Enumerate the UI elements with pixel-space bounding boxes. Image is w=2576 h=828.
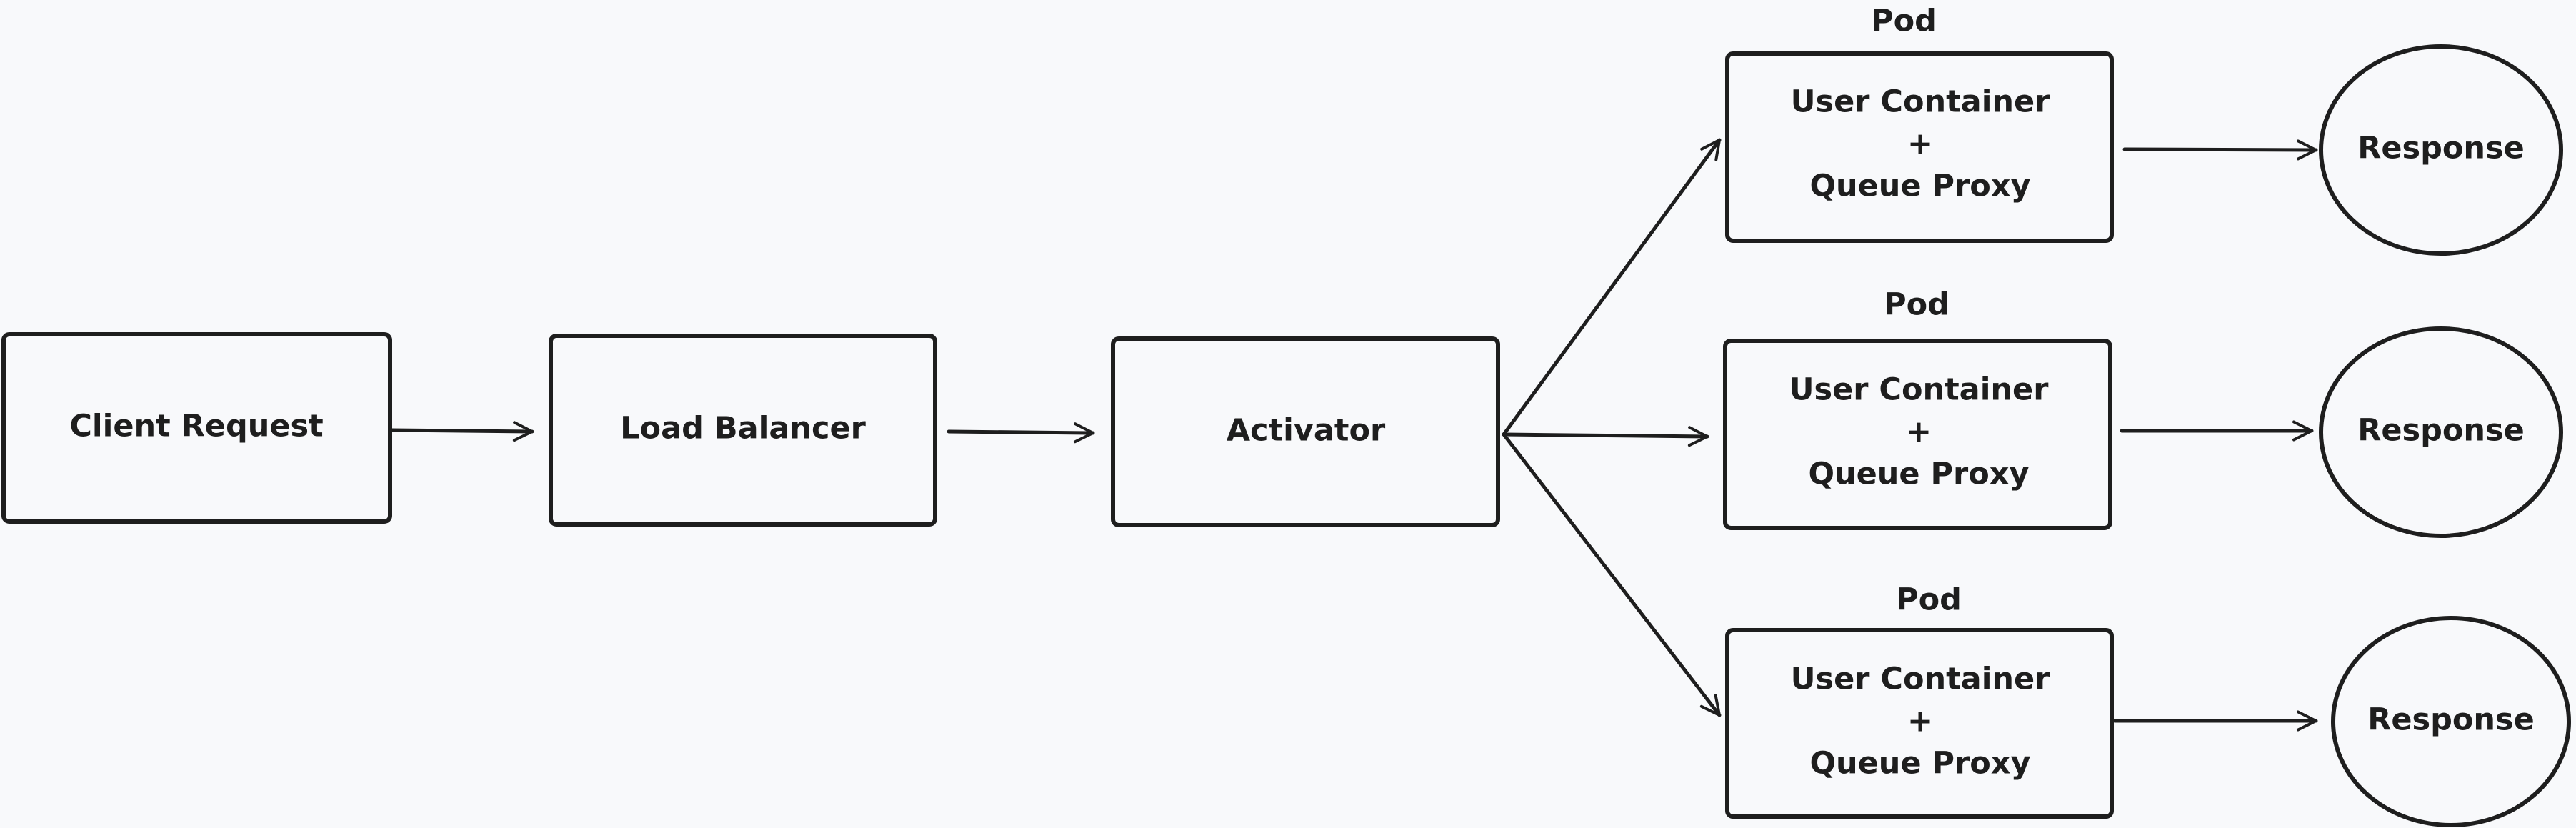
pod-1-line-plus: + [1907, 126, 1933, 162]
activator-label: Activator [1227, 413, 1386, 449]
client-request-node: Client Request [1, 332, 392, 524]
load-balancer-label: Load Balancer [620, 411, 867, 447]
pod-3: Pod User Container + Queue Proxy [1725, 582, 2114, 819]
pod-3-line-plus: + [1907, 704, 1933, 739]
pod-2: Pod User Container + Queue Proxy [1723, 287, 2112, 530]
pod-2-line-plus: + [1906, 414, 1932, 450]
activator-node: Activator [1111, 336, 1500, 527]
arrow-activator-to-pod-1 [1502, 138, 1722, 437]
arrow-pod-1-to-response [2122, 139, 2318, 161]
pod-3-line-user-container: User Container [1791, 662, 2051, 697]
arrow-activator-to-pod-3 [1502, 432, 1722, 717]
pod-1-line-queue-proxy: Queue Proxy [1809, 169, 2030, 204]
pod-1-line-user-container: User Container [1791, 84, 2051, 120]
pod-3-line-queue-proxy: Queue Proxy [1809, 746, 2030, 782]
arrow-client-to-load-balancer [390, 421, 534, 442]
pod-2-title: Pod [1884, 287, 1950, 323]
pod-2-line-queue-proxy: Queue Proxy [1808, 457, 2029, 492]
pod-3-title: Pod [1896, 582, 1962, 618]
pod-1: Pod User Container + Queue Proxy [1725, 4, 2114, 243]
response-3-label: Response [2367, 702, 2535, 738]
response-1: Response [2319, 44, 2563, 256]
response-1-label: Response [2357, 131, 2525, 166]
pod-1-title: Pod [1871, 4, 1937, 39]
pod-2-line-user-container: User Container [1789, 372, 2050, 408]
response-2-label: Response [2357, 413, 2525, 449]
client-request-label: Client Request [69, 409, 323, 444]
arrow-activator-to-pod-2 [1502, 426, 1709, 447]
arrow-load-balancer-to-activator [947, 422, 1095, 444]
response-3: Response [2331, 616, 2571, 827]
response-2: Response [2319, 326, 2563, 538]
load-balancer-node: Load Balancer [549, 334, 937, 527]
